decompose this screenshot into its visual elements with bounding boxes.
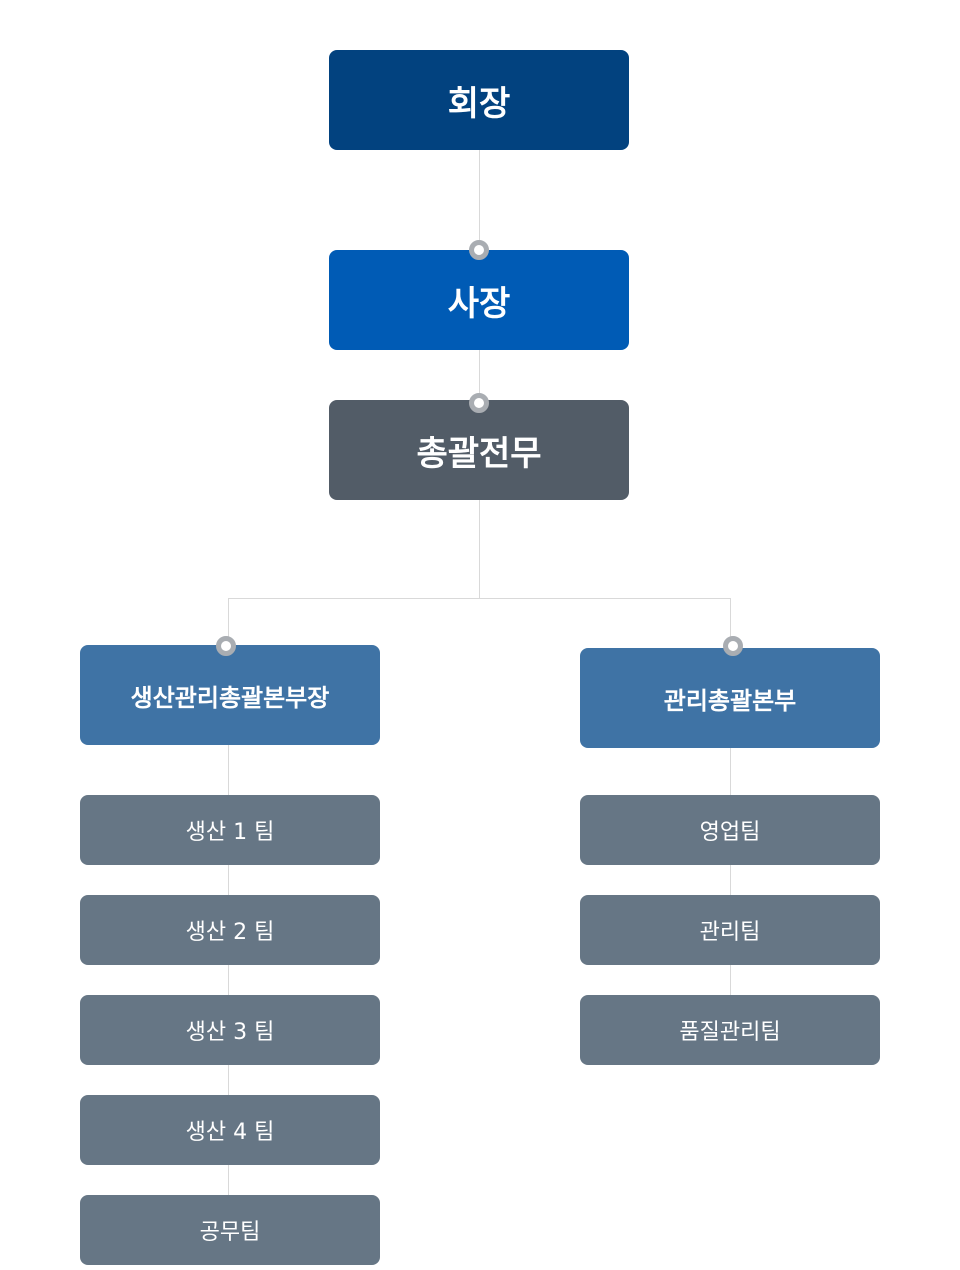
quality-team-label: 품질관리팀 [679,1020,781,1045]
connector-branch-left [228,598,229,645]
admin-team-label: 관리팀 [699,920,761,945]
node-ring-management-division [723,636,743,656]
management-division-label: 관리총괄본부 [663,686,797,715]
production-team-3-label: 생산 3 팀 [185,1020,275,1045]
production-team-4-label: 생산 4 팀 [185,1120,275,1145]
production-team-4-box: 생산 4 팀 [80,1095,380,1165]
production-team-2-label: 생산 2 팀 [185,920,275,945]
engineering-team-label: 공무팀 [199,1220,261,1245]
node-ring-production-division [216,636,236,656]
president-label: 사장 [447,283,511,324]
node-ring-executive [469,393,489,413]
production-team-1-label: 생산 1 팀 [185,820,275,845]
connector-branch-horizontal [228,598,731,599]
production-team-1-box: 생산 1 팀 [80,795,380,865]
connector-management-teams [730,748,731,995]
executive-box: 총괄전무 [329,400,629,500]
executive-label: 총괄전무 [416,433,542,474]
connector-branch-right [730,598,731,648]
connector-executive-branch [479,500,480,598]
sales-team-label: 영업팀 [699,820,761,845]
production-division-box: 생산관리총괄본부장 [80,645,380,745]
node-ring-president [469,240,489,260]
chairman-label: 회장 [447,83,511,124]
management-division-box: 관리총괄본부 [580,648,880,748]
production-team-2-box: 생산 2 팀 [80,895,380,965]
production-division-label: 생산관리총괄본부장 [130,683,330,712]
engineering-team-box: 공무팀 [80,1195,380,1265]
quality-team-box: 품질관리팀 [580,995,880,1065]
chairman-box: 회장 [329,50,629,150]
connector-chairman-president [479,150,480,250]
president-box: 사장 [329,250,629,350]
production-team-3-box: 생산 3 팀 [80,995,380,1065]
admin-team-box: 관리팀 [580,895,880,965]
connector-production-teams [228,745,229,1195]
connector-president-executive [479,350,480,400]
sales-team-box: 영업팀 [580,795,880,865]
